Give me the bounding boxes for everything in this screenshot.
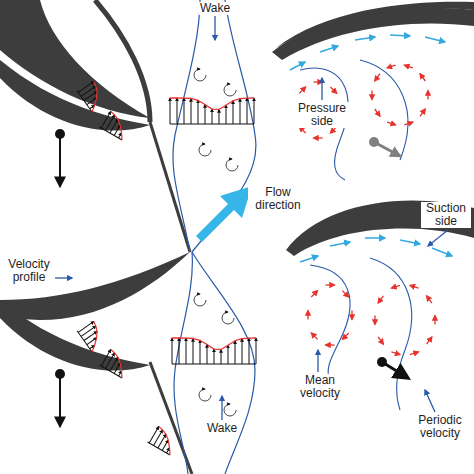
wake-label: Wake xyxy=(206,422,238,435)
surface-label: Suction side xyxy=(421,202,471,228)
blade-passage-upper xyxy=(272,2,474,180)
flow-direction-arrow xyxy=(196,186,252,242)
surface-label: Pressure side xyxy=(292,102,352,128)
flow-direction-label: Flow direction xyxy=(248,186,308,212)
velocity-label: Periodic velocity xyxy=(411,414,469,440)
blade-lower-left xyxy=(0,252,192,474)
wake-label: Wake xyxy=(199,2,231,15)
velocity-label: Mean velocity xyxy=(291,374,349,400)
wake-lines xyxy=(173,0,256,474)
leader-line xyxy=(50,16,448,420)
wake-velocity-profile xyxy=(170,98,256,364)
blade-upper-left xyxy=(0,0,190,252)
blade-passage-lower xyxy=(286,201,474,410)
boundary-layer-profile xyxy=(77,80,179,455)
profile-label: Velocity profile xyxy=(3,258,55,284)
